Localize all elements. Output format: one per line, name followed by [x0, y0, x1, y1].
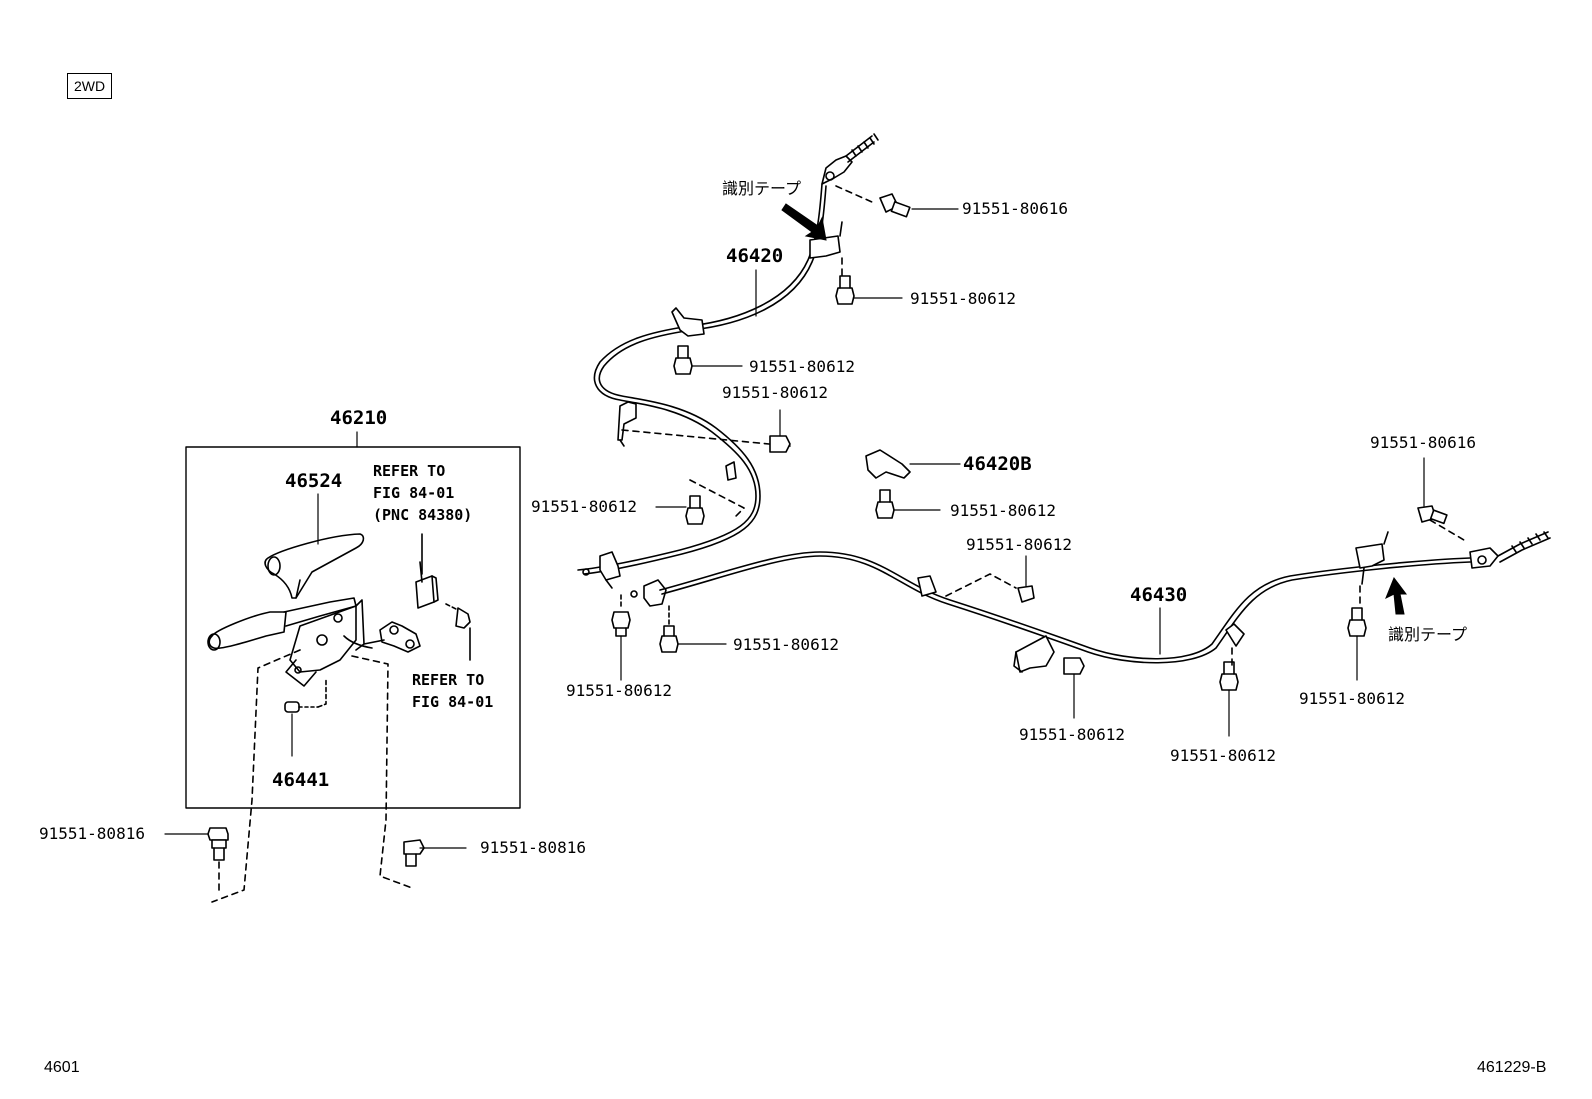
bolt-80612-e [875, 489, 941, 519]
lever-grip-cover [264, 533, 365, 599]
lever-assembly-box [185, 446, 521, 809]
dash-rear-2 [1429, 519, 1465, 541]
bolt-label-80816-right: 91551-80816 [480, 838, 586, 857]
part-number-46210: 46210 [330, 407, 388, 429]
bolt-80612-h [1017, 555, 1035, 603]
id-tape-label-front: 識別テープ [722, 179, 802, 198]
bolt-80612-c [769, 409, 791, 453]
part-number-46524: 46524 [285, 470, 343, 492]
switch-block [415, 533, 439, 609]
footer-right-code: 461229-B [1477, 1059, 1547, 1076]
part-number-46441: 46441 [272, 769, 330, 791]
bolt-label-80612-b: 91551-80612 [749, 357, 855, 376]
refer-note-switch: REFER TO FIG 84-01 (PNC 84380) [373, 462, 473, 524]
small-screw [445, 603, 471, 661]
dash-rear-1 [945, 573, 1017, 597]
id-tape-label-rear: 識別テープ [1388, 625, 1468, 644]
bolt-80612-d [655, 495, 705, 525]
bolt-80612-a [835, 275, 903, 305]
part-46441 [284, 679, 327, 757]
part-number-46420: 46420 [726, 245, 784, 267]
bolt-80612-i [1063, 657, 1085, 719]
bolt-80612-b [673, 345, 743, 375]
bolt-label-80612-g: 91551-80612 [733, 635, 839, 654]
bolt-label-80616-top: 91551-80616 [962, 199, 1068, 218]
parking-brake-lever [207, 597, 373, 687]
bolt-label-80612-j: 91551-80612 [1170, 746, 1276, 765]
lever-bracket [363, 621, 421, 653]
bolt-label-80816-left: 91551-80816 [39, 824, 145, 843]
variant-label-2wd: 2WD [67, 73, 113, 99]
id-tape-arrows [781, 203, 1407, 615]
bolt-label-80612-k: 91551-80612 [1299, 689, 1405, 708]
bolt-80816-right [403, 839, 467, 867]
bolt-label-80612-i: 91551-80612 [1019, 725, 1125, 744]
bolt-label-80612-d: 91551-80612 [531, 497, 637, 516]
bolt-80612-g [659, 605, 727, 653]
dash-front-1 [621, 429, 791, 447]
dash-right [351, 655, 413, 889]
dash-front-3 [835, 185, 873, 203]
refer-note-bracket: REFER TO FIG 84-01 [412, 671, 494, 711]
bolt-label-80612-h: 91551-80612 [966, 535, 1072, 554]
bolt-label-80616-right: 91551-80616 [1370, 433, 1476, 452]
bolt-80612-k [1347, 607, 1367, 681]
rear-cable [659, 531, 1551, 673]
bolt-80612-j [1219, 661, 1239, 737]
footer-left-code: 4601 [44, 1059, 80, 1076]
bolt-label-80612-a: 91551-80612 [910, 289, 1016, 308]
cable-clip-46420B [865, 449, 961, 479]
bolt-label-80612-e: 91551-80612 [950, 501, 1056, 520]
dash-left [211, 649, 301, 903]
bolt-80816-left [164, 827, 229, 891]
bolt-label-80612-c: 91551-80612 [722, 383, 828, 402]
bolt-80616-top [879, 193, 959, 218]
bolt-80616-right [1417, 457, 1448, 525]
front-cable [577, 133, 879, 607]
bolt-label-80612-f: 91551-80612 [566, 681, 672, 700]
part-number-46430: 46430 [1130, 584, 1188, 606]
part-number-46420B: 46420B [963, 453, 1032, 475]
bolt-80612-f [611, 591, 631, 681]
dash-front-2 [689, 479, 745, 517]
